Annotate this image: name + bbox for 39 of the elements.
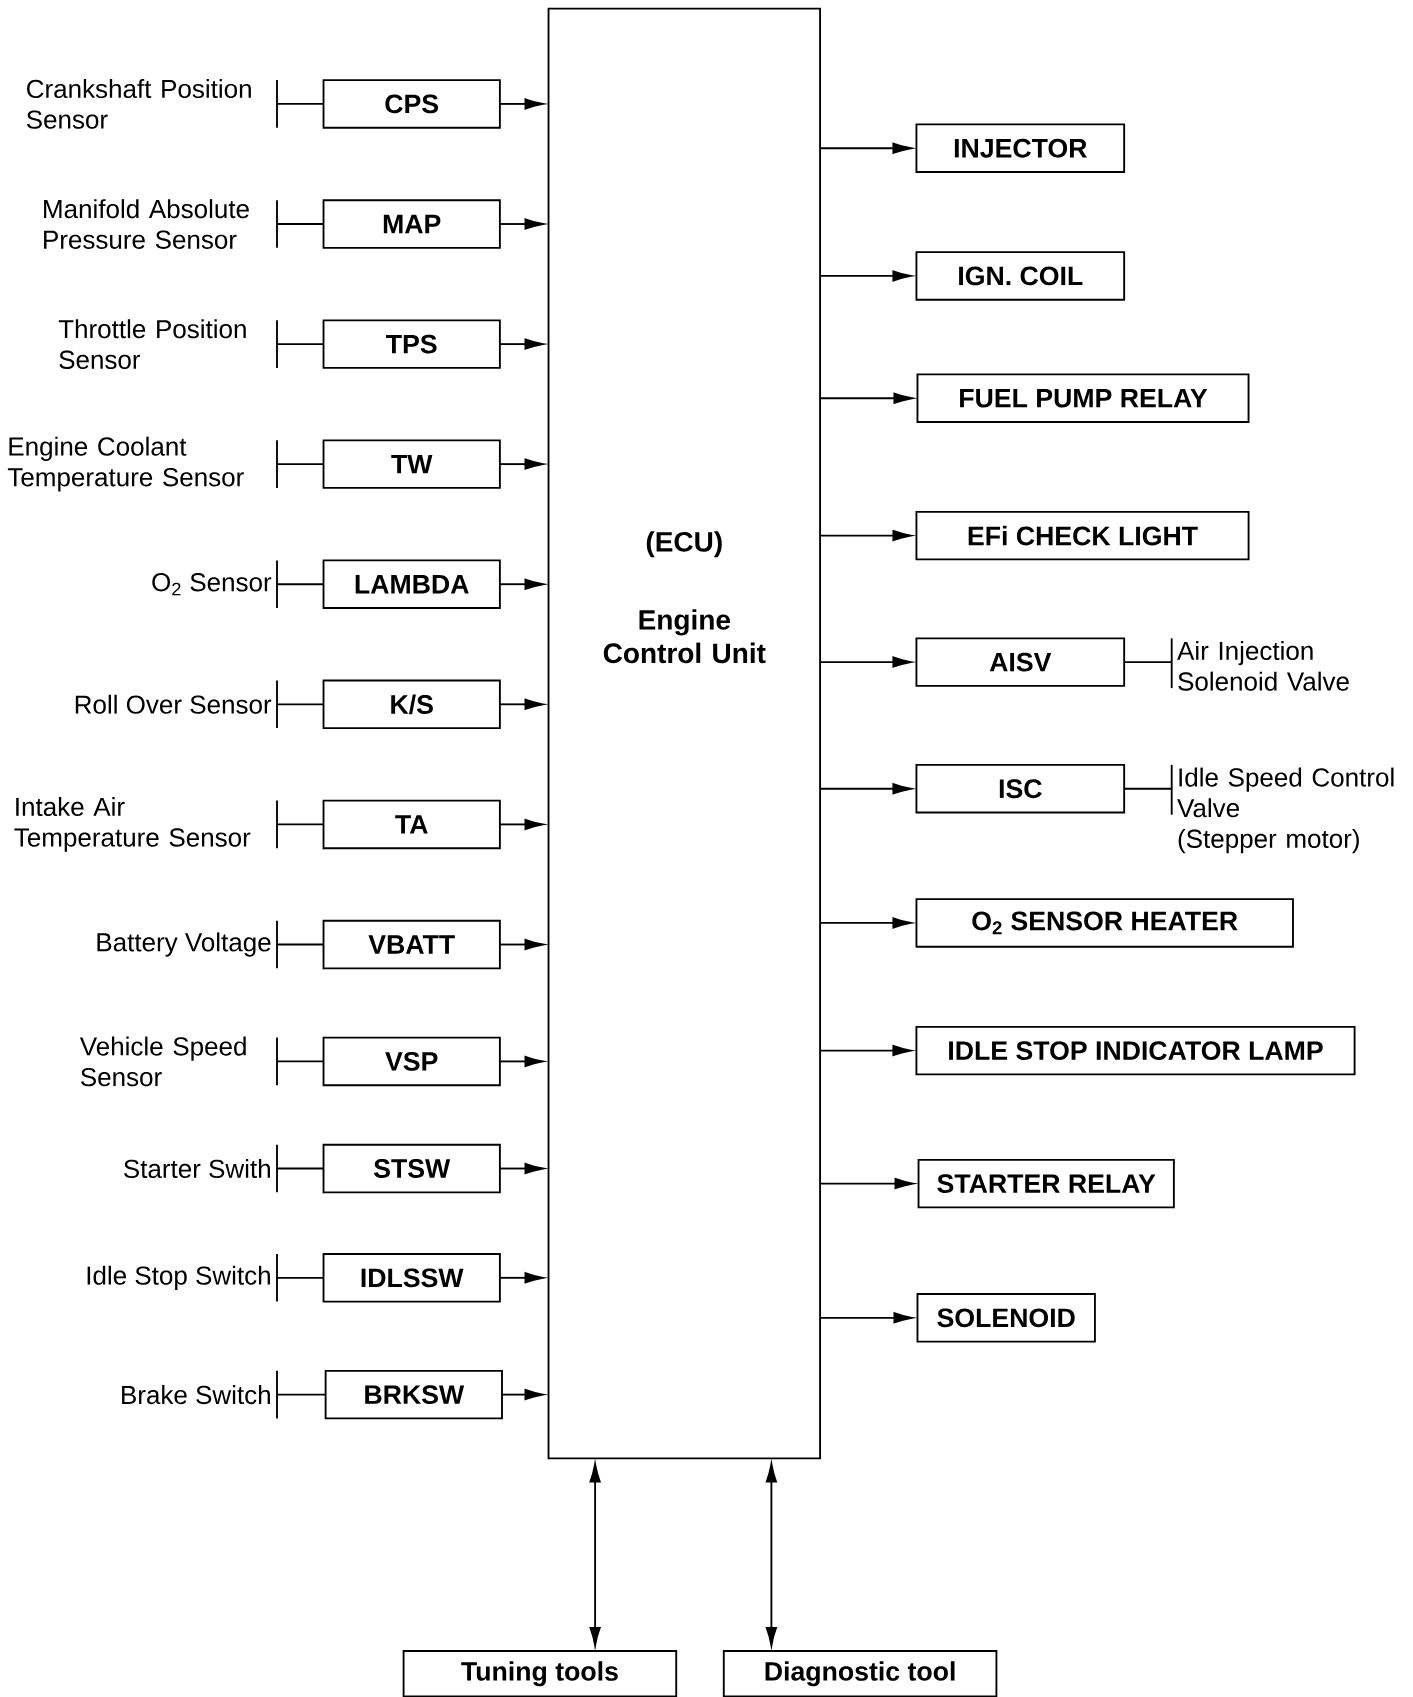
sensor-label: Throttle Position Sensor: [58, 319, 278, 369]
sensor-label: Starter Swith: [124, 1143, 278, 1194]
signal-box: INJECTOR: [915, 123, 1126, 173]
signal-box: K/S: [322, 679, 501, 730]
signal-box: Tuning tools: [402, 1650, 678, 1697]
signal-box: VSP: [322, 1036, 501, 1087]
signal-box: TPS: [322, 319, 501, 369]
sensor-label: Brake Switch: [122, 1369, 278, 1420]
sensor-label: Engine Coolant Temperature Sensor: [7, 436, 278, 492]
sensor-label: O$_{2}$ Sensor: [152, 559, 278, 609]
sensor-label: Roll Over Sensor: [75, 679, 278, 730]
sensor-label: Vehicle Speed Sensor: [79, 1036, 278, 1087]
signal-box: AISV: [915, 637, 1126, 687]
signal-box: EFi CHECK LIGHT: [915, 510, 1250, 561]
signal-box: LAMBDA: [322, 559, 501, 609]
sensor-label: Idle Stop Switch: [87, 1253, 278, 1303]
signal-box: ISC: [915, 763, 1126, 814]
sensor-label: Battery Voltage: [97, 919, 278, 970]
signal-box: TW: [322, 439, 501, 489]
signal-box: MAP: [322, 199, 501, 249]
ecu-box: (ECU) Engine Control Unit: [547, 7, 821, 1460]
signal-box: O$_{2}$ SENSOR HEATER: [915, 898, 1294, 948]
signal-box: Diagnostic tool: [722, 1650, 998, 1697]
actuator-label: Idle Speed Control Valve (Stepper motor): [1170, 763, 1394, 854]
sensor-label: Intake Air Temperature Sensor: [14, 796, 278, 852]
signal-box: BRKSW: [324, 1369, 503, 1420]
signal-box: TA: [322, 799, 501, 850]
signal-box: SOLENOID: [916, 1293, 1096, 1343]
signal-box: FUEL PUMP RELAY: [916, 373, 1250, 423]
signal-box: IDLE STOP INDICATOR LAMP: [915, 1025, 1356, 1076]
signal-box: STARTER RELAY: [917, 1158, 1175, 1209]
signal-box: STSW: [322, 1143, 501, 1194]
sensor-label: Manifold Absolute Pressure Sensor: [44, 199, 278, 249]
signal-box: IDLSSW: [322, 1253, 501, 1303]
signal-box: IGN. COIL: [915, 251, 1126, 301]
signal-box: CPS: [322, 79, 501, 129]
sensor-label: Crankshaft Position Sensor: [26, 79, 278, 129]
signal-box: VBATT: [322, 919, 501, 970]
actuator-label: Air Injection Solenoid Valve: [1170, 637, 1349, 691]
